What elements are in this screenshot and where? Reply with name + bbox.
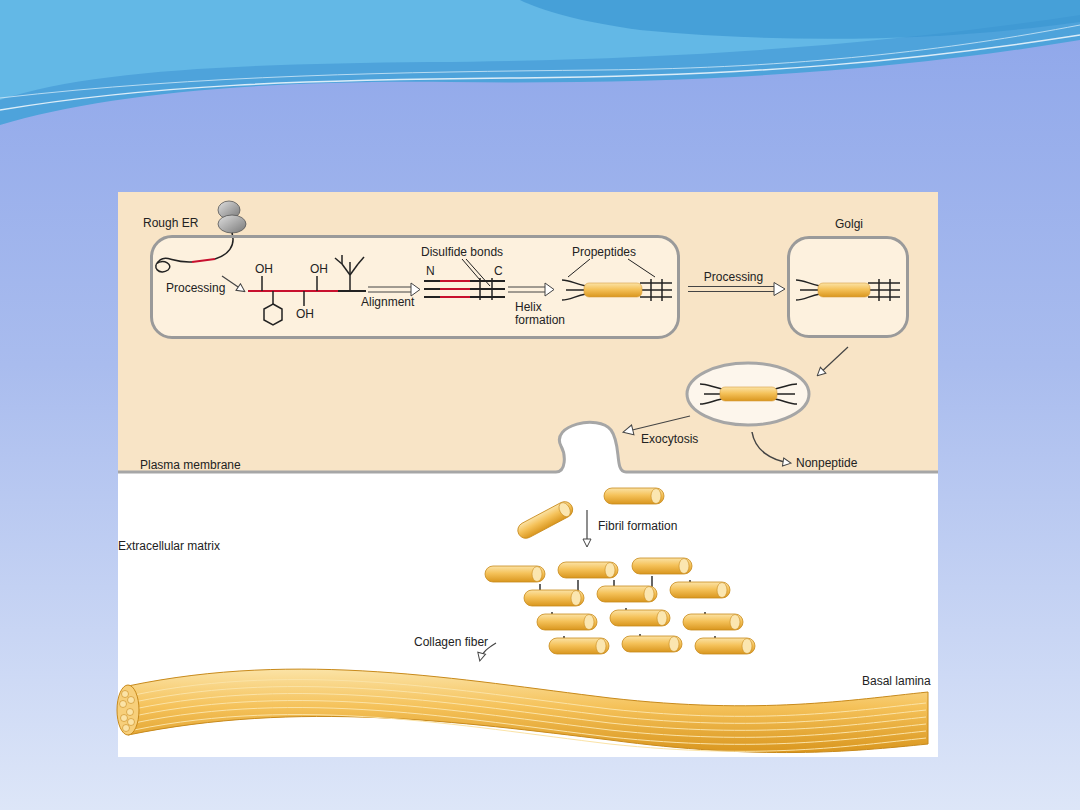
collagen-molecule [515, 499, 575, 541]
header-wave [520, 0, 1080, 39]
terminus-label: N [426, 265, 435, 278]
hydroxyl-label: OH [310, 263, 328, 276]
propeptide-leader [568, 259, 590, 277]
ribosome [218, 215, 246, 233]
compartment-label: Golgi [835, 217, 863, 231]
collagen-fiber [128, 669, 928, 752]
collagen-molecule [485, 566, 545, 582]
fiber-strand [134, 715, 926, 752]
fiber-strand [134, 708, 926, 745]
callout-label: Disulfide bonds [421, 246, 503, 259]
region-label: Basal lamina [862, 675, 931, 688]
fiber-strands [134, 680, 926, 752]
fibril-end [128, 719, 135, 726]
collagen-fibril [485, 558, 755, 654]
step-label: Exocytosis [641, 433, 698, 446]
disulfide-leader [466, 259, 490, 286]
fibril-ends [120, 691, 135, 732]
extracellular-ground [118, 472, 938, 757]
fibril-end [122, 691, 129, 698]
plasma-membrane [118, 422, 938, 472]
collagen-molecule [670, 582, 730, 598]
hydroxyl-label: OH [296, 308, 314, 321]
collagen-molecule [632, 558, 692, 574]
arrow-shaft [688, 286, 775, 287]
side-groups [262, 255, 364, 325]
hydroxyl-label: OH [255, 263, 273, 276]
helix-arrow [508, 292, 546, 293]
alignment-arrow [368, 292, 412, 293]
fiber-end [117, 685, 139, 735]
step-label: Alignment [361, 296, 414, 309]
fibril-end [123, 725, 130, 732]
disulfide-leader [462, 259, 480, 280]
callout-label: Collagen fiber [414, 636, 488, 649]
nonpeptide-arrow [752, 432, 790, 463]
process-arrow [688, 283, 785, 296]
fiber-strand [134, 680, 926, 717]
triple-helix [818, 283, 870, 297]
fiber-strand [134, 701, 926, 738]
step-label: Nonpeptide [796, 457, 857, 470]
exocytosis-arrow [624, 416, 690, 432]
triple-helix [584, 283, 642, 297]
step-label: Fibril formation [598, 520, 677, 533]
collagen-molecule [597, 586, 657, 602]
collagen-molecule [558, 562, 618, 578]
arrow-shaft [688, 291, 775, 292]
fibril-arrow [586, 510, 587, 546]
compartment-label: Rough ER [143, 216, 198, 230]
step-label: Helix formation [515, 301, 575, 327]
fiber-strand [134, 687, 926, 724]
callout-label: Propeptides [572, 246, 636, 259]
alignment-arrow [411, 283, 420, 296]
collagen-molecule [695, 638, 755, 654]
nascent-chain [192, 259, 215, 262]
collagen-molecule [549, 638, 609, 654]
collagen-molecule [537, 614, 597, 630]
procollagen [562, 279, 672, 301]
alignment-arrow [368, 287, 412, 288]
header-wave [0, 0, 1080, 100]
fibril-end [128, 697, 135, 704]
collagen-molecule [622, 636, 682, 652]
header-wave [0, 0, 1080, 125]
aligned-chains [424, 278, 505, 300]
region-label: Extracellular matrix [118, 540, 220, 553]
step-label: Processing [166, 282, 225, 295]
secretory-vesicle [687, 363, 809, 425]
procollagen [700, 384, 797, 404]
header-wave-line [0, 35, 1080, 110]
nascent-chain [156, 258, 192, 272]
propeptide-leader [628, 259, 655, 277]
collagen-molecule [610, 610, 670, 626]
helix-arrow [508, 287, 546, 288]
golgi-lumen [788, 237, 907, 337]
collagen-molecule [524, 590, 584, 606]
terminus-label: C [494, 265, 503, 278]
collagen-molecule [683, 614, 743, 630]
fibril-end [127, 709, 134, 716]
triple-helix [720, 387, 777, 401]
helix-arrow [545, 283, 554, 296]
transport-arrow [818, 347, 848, 375]
edge-label: Processing [702, 270, 765, 284]
region-label: Plasma membrane [140, 459, 241, 472]
arrow-head [774, 283, 785, 296]
fibril-end [120, 701, 127, 708]
procollagen [796, 279, 900, 301]
fibril-end [121, 715, 128, 722]
fiber-strand [134, 694, 926, 731]
cytoplasm [118, 192, 938, 474]
organelle-compartment: Golgi [787, 236, 909, 338]
er-lumen [151, 236, 679, 337]
collagen-molecule [604, 488, 664, 504]
processed-chain [338, 290, 366, 292]
